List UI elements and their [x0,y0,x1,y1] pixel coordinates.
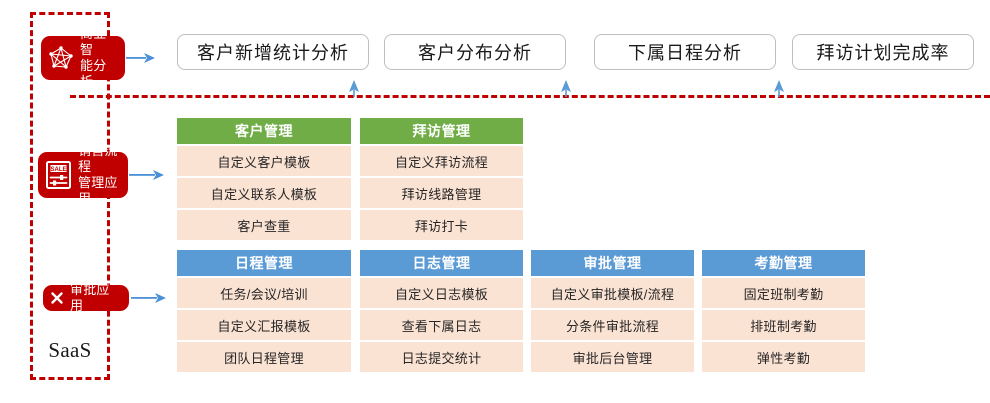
column-header: 客户管理 [177,118,351,144]
module-item[interactable]: 自定义汇报模板 [177,310,351,340]
badge-label: 商业智 能分析 [80,26,107,89]
module-column-customer-management: 客户管理 自定义客户模板 自定义联系人模板 客户查重 [177,118,351,240]
column-header: 考勤管理 [702,250,865,276]
badge-approval-app[interactable]: 审批应用 [43,282,129,313]
up-arrow-icon [561,80,571,97]
tab-label: 拜访计划完成率 [816,43,950,63]
module-item[interactable]: 任务/会议/培训 [177,278,351,308]
cross-mark-icon [51,292,63,304]
module-item[interactable]: 拜访线路管理 [360,178,523,208]
module-item[interactable]: 自定义联系人模板 [177,178,351,208]
up-arrow-icon [349,80,359,97]
tab-customer-growth-analysis[interactable]: 客户新增统计分析 [177,34,369,70]
module-item[interactable]: 客户查重 [177,210,351,240]
up-arrow-icon [774,80,784,97]
module-item[interactable]: 拜访打卡 [360,210,523,240]
right-arrow-icon [129,170,164,180]
module-item[interactable]: 团队日程管理 [177,342,351,372]
module-column-visit-management: 拜访管理 自定义拜访流程 拜访线路管理 拜访打卡 [360,118,523,240]
column-header: 日程管理 [177,250,351,276]
module-item[interactable]: 查看下属日志 [360,310,523,340]
column-header: 日志管理 [360,250,523,276]
module-column-schedule-management: 日程管理 任务/会议/培训 自定义汇报模板 团队日程管理 [177,250,351,372]
module-item[interactable]: 自定义日志模板 [360,278,523,308]
tab-customer-distribution-analysis[interactable]: 客户分布分析 [384,34,566,70]
badge-label: 审批应用 [70,282,110,313]
module-item[interactable]: 审批后台管理 [531,342,694,372]
module-item[interactable]: 自定义拜访流程 [360,146,523,176]
svg-text:SALE: SALE [50,167,66,173]
module-column-attendance-management: 考勤管理 固定班制考勤 排班制考勤 弹性考勤 [702,250,865,372]
saas-label: SaaS [48,337,92,362]
network-graph-icon [49,46,73,69]
module-item[interactable]: 固定班制考勤 [702,278,865,308]
horizontal-dashed-divider [70,95,990,98]
module-item[interactable]: 弹性考勤 [702,342,865,372]
module-item[interactable]: 排班制考勤 [702,310,865,340]
badge-label: 销售流程 管理应用 [78,143,118,206]
tab-label: 下属日程分析 [628,43,742,63]
column-header: 拜访管理 [360,118,523,144]
module-column-log-management: 日志管理 自定义日志模板 查看下属日志 日志提交统计 [360,250,523,372]
sale-document-icon: SALE [46,161,71,189]
tab-label: 客户新增统计分析 [197,43,349,63]
right-arrow-icon [126,53,155,63]
badge-business-intelligence[interactable]: 商业智 能分析 [41,26,125,89]
module-item[interactable]: 分条件审批流程 [531,310,694,340]
module-column-approval-management: 审批管理 自定义审批模板/流程 分条件审批流程 审批后台管理 [531,250,694,372]
tab-subordinate-schedule-analysis[interactable]: 下属日程分析 [594,34,776,70]
tab-label: 客户分布分析 [418,43,532,63]
right-arrow-icon [131,293,166,303]
module-item[interactable]: 自定义审批模板/流程 [531,278,694,308]
column-header: 审批管理 [531,250,694,276]
module-item[interactable]: 自定义客户模板 [177,146,351,176]
module-item[interactable]: 日志提交统计 [360,342,523,372]
badge-sales-process-app[interactable]: SALE 销售流程 管理应用 [38,143,128,206]
tab-visit-plan-completion-rate[interactable]: 拜访计划完成率 [792,34,974,70]
